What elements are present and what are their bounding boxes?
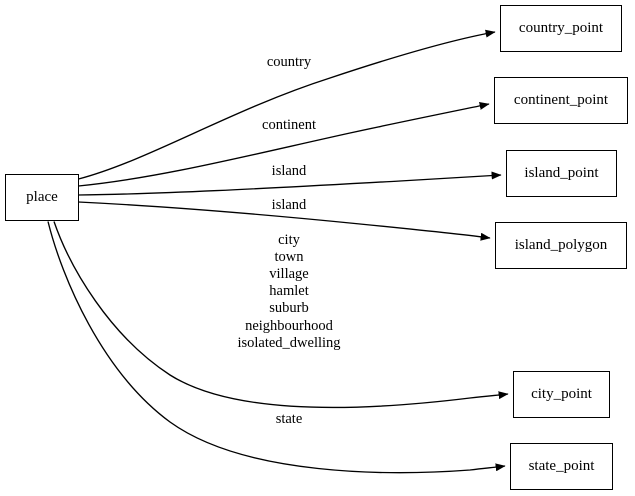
node-city-point-label: city_point [531,386,592,402]
node-place-label: place [26,189,58,205]
node-place[interactable]: place [5,174,79,221]
node-island-point-label: island_point [524,165,599,181]
node-country-point-label: country_point [518,20,604,36]
edge-label-country: country [266,54,312,70]
edge-label-island-polygon: island [271,197,307,213]
node-island-point[interactable]: island_point [506,150,617,197]
node-continent-point-label: continent_point [513,92,609,108]
edge-label-continent: continent [262,117,316,133]
edge-place-continent_point [78,101,490,187]
node-city-point[interactable]: city_point [513,371,610,418]
edge-label-state: state [275,411,303,427]
node-state-point[interactable]: state_point [510,443,613,490]
node-island-polygon[interactable]: island_polygon [495,222,627,269]
node-country-point[interactable]: country_point [500,5,622,52]
edge-label-island-point: island [271,163,307,179]
edge-place-city_point [53,221,509,409]
node-island-polygon-label: island_polygon [514,237,608,253]
edge-place-country_point [78,29,496,180]
edge-label-city-point: city town village hamlet suburb neighbou… [237,232,341,351]
node-state-point-label: state_point [528,458,595,474]
edge-place-state_point [47,221,506,474]
edge-place-island_point [78,171,502,196]
edge-place-island_polygon [78,201,491,241]
node-continent-point[interactable]: continent_point [494,77,628,124]
